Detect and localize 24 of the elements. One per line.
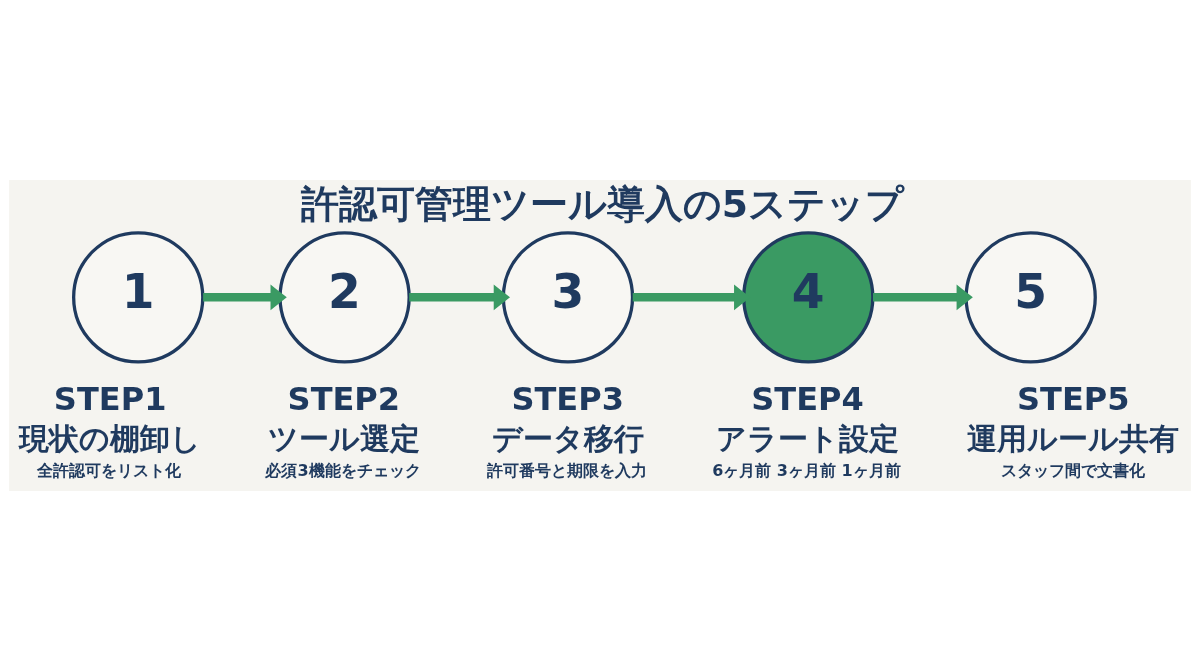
node-label: 必須3機能をチェック	[265, 460, 421, 480]
node-circle: 2	[278, 230, 411, 364]
node-label: STEP2	[287, 379, 401, 418]
node-label: STEP5	[1017, 379, 1130, 418]
diagram-title: 許認可管理ツール導入の5ステップ	[300, 181, 905, 226]
node-label: アラート設定	[715, 420, 899, 456]
arrow	[409, 284, 510, 310]
node-label: 運用ルール共有	[966, 420, 1179, 456]
node-label: 現状の棚卸し	[18, 420, 201, 456]
node-label: STEP4	[751, 379, 864, 418]
node-label: 許可番号と期限を入力	[486, 460, 647, 480]
node-label: データ移行	[491, 420, 644, 456]
node-label: STEP3	[511, 379, 624, 418]
node-circle: 4	[742, 230, 875, 364]
node-label: 全許認可をリスト化	[37, 460, 182, 480]
node-circle: 5	[964, 230, 1097, 364]
node-circle: 3	[501, 230, 635, 364]
node-label: ツール選定	[267, 420, 420, 456]
node-label: STEP1	[53, 379, 167, 418]
node-circle: 1	[72, 230, 205, 364]
arrow	[203, 284, 287, 310]
node-label: 6ヶ月前 3ヶ月前 1ヶ月前	[712, 460, 901, 480]
node-label: スタッフ間で文書化	[1000, 460, 1145, 480]
arrow	[873, 284, 973, 310]
